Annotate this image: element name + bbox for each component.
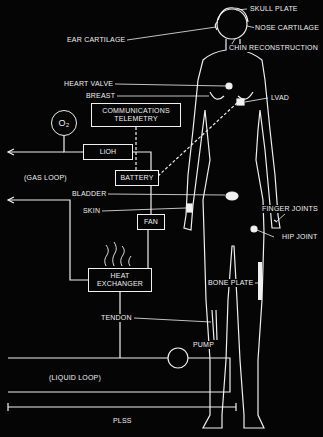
ear	[215, 22, 218, 30]
breast-right	[238, 92, 253, 99]
gas-arrow	[8, 149, 14, 155]
heat-exchanger-box: HEAT EXCHANGER	[88, 268, 152, 292]
lvad-device	[237, 99, 244, 105]
liquid-loop-top	[8, 292, 168, 358]
node-text: FAN	[142, 218, 160, 226]
heat-strokes	[105, 242, 131, 266]
part-label: HEART VALVE	[63, 80, 114, 88]
lioh-box: LiOH	[83, 144, 133, 160]
telemetry-box: COMMUNICATIONS TELEMETRY	[91, 103, 181, 127]
heart-valve	[226, 83, 232, 89]
connector	[64, 136, 83, 152]
node-text: BATTERY	[120, 174, 154, 182]
node-text: COMMUNICATIONS TELEMETRY	[96, 107, 176, 123]
pump-symbol	[168, 348, 188, 368]
part-label: EAR CARTILAGE	[66, 36, 127, 44]
node-text: O₂	[59, 119, 70, 127]
connector	[135, 127, 136, 170]
gas-loop-in	[8, 151, 64, 152]
fan-box: FAN	[137, 214, 165, 230]
part-label: PUMP	[192, 341, 215, 349]
oxygen-circle: O₂	[51, 110, 77, 136]
plss-lines	[8, 103, 237, 411]
part-label: HIP JOINT	[281, 233, 319, 241]
plss-bracket	[8, 403, 236, 411]
bone-plate-bar	[258, 262, 262, 300]
part-label: (LIQUID LOOP)	[48, 374, 102, 382]
node-text: LiOH	[88, 148, 128, 156]
part-label: NOSE CARTILAGE	[254, 24, 320, 32]
part-label: BREAST	[85, 92, 116, 100]
tendon-strands	[212, 310, 217, 340]
hip-joint	[251, 226, 257, 232]
hair	[218, 8, 248, 22]
finger-joint	[274, 220, 277, 222]
bladder-organ	[226, 192, 238, 200]
part-label: SKULL PLATE	[249, 5, 299, 13]
part-label: LVAD	[270, 94, 290, 102]
gas-arrow	[8, 197, 14, 203]
liquid-loop-bottom	[8, 358, 230, 392]
part-label: CHIN RECONSTRUCTION	[228, 44, 319, 52]
skin-patch	[187, 204, 192, 212]
part-label: BLADDER	[71, 190, 107, 198]
gas-loop-out	[8, 200, 88, 280]
part-label: TENDON	[100, 314, 133, 322]
part-label: SKIN	[82, 207, 101, 215]
node-text: HEAT EXCHANGER	[93, 272, 147, 288]
part-label: PLSS	[112, 417, 133, 425]
part-label: BONE PLATE	[207, 279, 254, 287]
body-outline	[184, 39, 280, 428]
connector	[147, 230, 148, 268]
battery-box: BATTERY	[115, 170, 159, 186]
part-label: FINGER JOINTS	[261, 205, 319, 213]
part-label: (GAS LOOP)	[23, 174, 68, 182]
breast-left	[210, 92, 224, 99]
human-figure	[184, 8, 280, 428]
